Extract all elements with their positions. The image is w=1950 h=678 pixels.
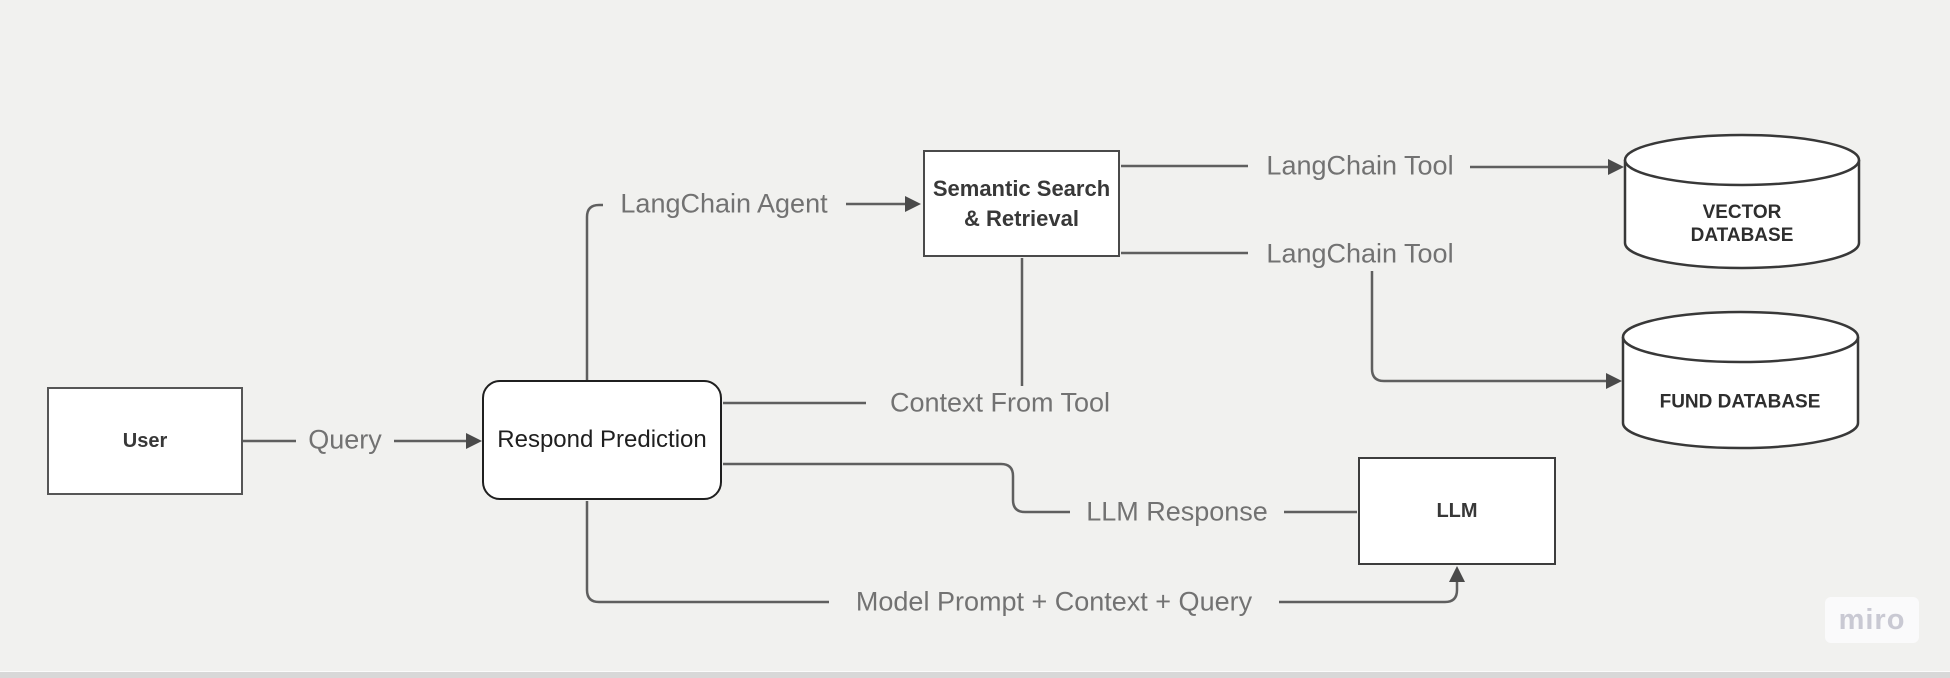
context-from-tool-edge-label[interactable]: Context From Tool — [889, 387, 1111, 418]
miro-watermark-label: miro — [1838, 603, 1906, 636]
llm-node[interactable]: LLM — [1358, 457, 1556, 565]
bottom-scrollbar[interactable] — [0, 671, 1950, 678]
edge-llm-response-line[interactable] — [723, 462, 1357, 514]
user-node-label: User — [122, 429, 168, 452]
user-node[interactable]: User — [47, 387, 243, 495]
respond-prediction-node-label: Respond Prediction — [497, 426, 707, 453]
semantic-search-label-line2: & Retrieval — [964, 205, 1079, 231]
edge-langchain-tool-vector-line[interactable] — [1121, 164, 1611, 169]
query-edge-label[interactable]: Query — [308, 424, 382, 455]
edge-langchain-agent-line[interactable] — [585, 202, 908, 381]
langchain-agent-edge-label[interactable]: LangChain Agent — [620, 188, 828, 219]
fund-database-top — [1621, 310, 1860, 364]
fund-database-shape[interactable] — [1621, 310, 1860, 450]
edge-query-arrowhead — [466, 433, 482, 449]
langchain-tool-fund-edge-label[interactable]: LangChain Tool — [1266, 238, 1454, 269]
llm-node-label: LLM — [1436, 499, 1478, 522]
respond-prediction-node[interactable]: Respond Prediction — [482, 380, 722, 500]
model-prompt-edge-label[interactable]: Model Prompt + Context + Query — [855, 586, 1253, 617]
edge-langchain-tool-fund-arrowhead — [1606, 373, 1622, 389]
fund-database-label: FUND DATABASE — [1659, 391, 1821, 413]
llm-response-edge-label[interactable]: LLM Response — [1086, 496, 1268, 527]
vector-database-label-line1: VECTOR — [1702, 201, 1782, 223]
semantic-search-label-line1: Semantic Search — [932, 176, 1111, 202]
vector-database-shape[interactable] — [1623, 133, 1861, 270]
edge-langchain-agent-arrowhead — [905, 196, 921, 212]
edge-langchain-tool-fund-line[interactable] — [1121, 251, 1609, 383]
edge-model-prompt-arrowhead — [1449, 566, 1465, 582]
vector-database-label: VECTOR DATABASE — [1691, 201, 1794, 247]
fund-database-body — [1621, 337, 1860, 450]
vector-database-label-line2: DATABASE — [1690, 225, 1794, 246]
vector-database-top — [1623, 133, 1861, 187]
vector-database-body — [1623, 160, 1861, 270]
semantic-search-node[interactable]: Semantic Search & Retrieval — [923, 150, 1120, 257]
langchain-tool-vector-edge-label[interactable]: LangChain Tool — [1266, 150, 1454, 181]
edge-model-prompt-line[interactable] — [585, 501, 1459, 604]
miro-watermark[interactable]: miro — [1825, 597, 1919, 643]
edge-langchain-tool-vector-arrowhead — [1608, 159, 1624, 175]
